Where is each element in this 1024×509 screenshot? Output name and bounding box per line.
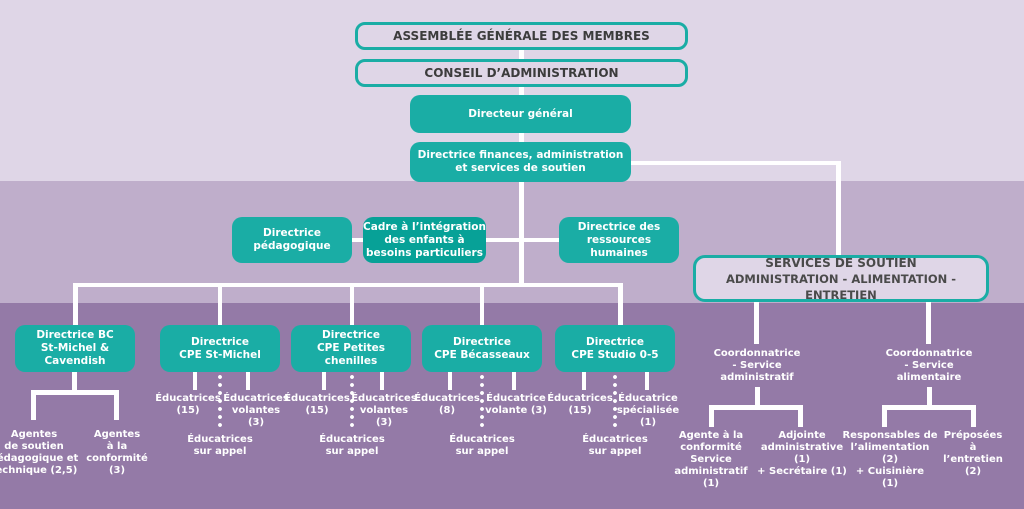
connector-staff-left: [350, 238, 364, 242]
board-box[interactable]: CONSEIL D’ADMINISTRATION: [355, 59, 688, 87]
finance-director-label: Directrice finances, administration et s…: [417, 149, 624, 174]
board-label: CONSEIL D’ADMINISTRATION: [424, 65, 619, 80]
support-services-title: SERVICES DE SOUTIEN: [765, 255, 917, 270]
admin-compliance-agent-label: Agente à la conformité Service administr…: [674, 430, 748, 489]
support-services-box[interactable]: SERVICES DE SOUTIEN ADMINISTRATION - ALI…: [693, 255, 989, 302]
connector-admin-drop: [755, 387, 760, 407]
hr-director-box[interactable]: Directrice des ressources humaines: [559, 217, 679, 263]
connector-cpe4-oncall: [613, 373, 617, 430]
connector-cpe3-oncall: [480, 373, 484, 430]
studio-educators-label: Éducatrices (15): [547, 393, 613, 416]
st-michel-educators-label: Éducatrices (15): [155, 393, 221, 416]
st-michel-oncall-label: Éducatrices sur appel: [187, 434, 253, 457]
petites-chenilles-educators-label: Éducatrices (15): [284, 393, 350, 416]
connector-food-drop: [927, 387, 932, 407]
centre-director-label: Directrice CPE Bécasseaux: [434, 335, 530, 361]
centre-director-label: Directrice BC St-Michel & Cavendish: [36, 329, 114, 367]
petites-chenilles-oncall-label: Éducatrices sur appel: [319, 434, 385, 457]
centre-director-box-petites-chenilles[interactable]: Directrice CPE Petites chenilles: [291, 325, 411, 372]
connector-to-support: [630, 161, 840, 165]
connector-centres-bar: [73, 283, 622, 287]
studio-oncall-label: Éducatrices sur appel: [582, 434, 648, 457]
becasseaux-oncall-label: Éducatrices sur appel: [449, 434, 515, 457]
connector-staff-mid: [485, 238, 520, 242]
finance-director-box[interactable]: Directrice finances, administration et s…: [410, 142, 631, 182]
connector-cpe2-right: [380, 372, 384, 390]
connector-cpe2-left: [322, 372, 326, 390]
integration-manager-box[interactable]: Cadre à l’intégration des enfants à beso…: [363, 217, 486, 263]
connector-food-right: [971, 405, 976, 427]
bc-compliance-agents-label: Agentes à la conformité (3): [86, 429, 148, 476]
connector-bc-drop: [72, 372, 77, 394]
centre-director-box-st-michel[interactable]: Directrice CPE St-Michel: [160, 325, 280, 372]
st-michel-floating-label: Éducatrices volantes (3): [223, 393, 289, 428]
food-managers-label: Responsables de l’alimentation (2) + Cui…: [842, 430, 938, 489]
connector-bc-right: [114, 390, 119, 420]
connector-staff-right: [522, 238, 560, 242]
becasseaux-educators-label: Éducatrices (8): [414, 393, 480, 416]
admin-assistant-label: Adjointe administrative (1) + Secrétaire…: [757, 430, 847, 477]
centre-director-label: Directrice CPE Studio 0-5: [571, 335, 659, 361]
connector-bc-bar: [31, 390, 119, 395]
connector-cpe1-oncall: [218, 373, 222, 430]
studio-specialized-label: Éducatrice spécialisée (1): [616, 393, 680, 428]
connector-cpe2-oncall: [350, 373, 354, 430]
connector-cpe4-right: [645, 372, 649, 390]
general-director-label: Directeur général: [468, 107, 573, 120]
integration-manager-label: Cadre à l’intégration des enfants à beso…: [363, 220, 486, 259]
pedagogical-director-box[interactable]: Directrice pédagogique: [232, 217, 352, 263]
connector-admin-right: [798, 405, 803, 427]
connector-admin-left: [709, 405, 714, 427]
connector-food-left: [882, 405, 887, 427]
support-services-subtitle: ADMINISTRATION - ALIMENTATION - ENTRETIE…: [725, 271, 957, 302]
connector-centre-drop-5: [618, 283, 623, 326]
centre-director-box-bc[interactable]: Directrice BC St-Michel & Cavendish: [15, 325, 135, 372]
connector-to-support-drop: [836, 161, 841, 256]
connector-bc-left: [31, 390, 36, 420]
connector-cpe4-left: [582, 372, 586, 390]
connector-cpe3-right: [512, 372, 516, 390]
connector-centre-drop-1: [73, 283, 78, 326]
connector-admin-bar: [709, 405, 803, 410]
connector-food-bar: [882, 405, 976, 410]
connector-centre-drop-3: [350, 283, 354, 326]
bc-support-agents-label: Agentes de soutien pédagogique et techni…: [0, 429, 79, 476]
connector-cpe1-right: [246, 372, 250, 390]
centre-director-box-becasseaux[interactable]: Directrice CPE Bécasseaux: [422, 325, 542, 372]
connector-cpe3-left: [448, 372, 452, 390]
assembly-label: ASSEMBLÉE GÉNÉRALE DES MEMBRES: [393, 28, 650, 43]
coordinator-food-label: Coordonnatrice - Service alimentaire: [885, 348, 973, 383]
pedagogical-director-label: Directrice pédagogique: [253, 227, 331, 252]
petites-chenilles-floating-label: Éducatrices volantes (3): [351, 393, 417, 428]
centre-director-label: Directrice CPE Petites chenilles: [316, 329, 386, 367]
centre-director-label: Directrice CPE St-Michel: [179, 335, 261, 361]
centre-director-box-studio[interactable]: Directrice CPE Studio 0-5: [555, 325, 675, 372]
becasseaux-floating-label: Éducatrice volante (3): [485, 393, 547, 416]
connector-centre-drop-2: [218, 283, 222, 326]
hr-director-label: Directrice des ressources humaines: [577, 220, 661, 259]
connector-cpe1-left: [193, 372, 197, 390]
assembly-box[interactable]: ASSEMBLÉE GÉNÉRALE DES MEMBRES: [355, 22, 688, 50]
coordinator-admin-label: Coordonnatrice - Service administratif: [713, 348, 801, 383]
connector-support-food: [926, 302, 931, 344]
connector-centre-drop-4: [480, 283, 484, 326]
maintenance-staff-label: Préposées à l’entretien (2): [943, 430, 1003, 477]
connector-support-admin: [754, 302, 759, 344]
general-director-box[interactable]: Directeur général: [410, 95, 631, 133]
